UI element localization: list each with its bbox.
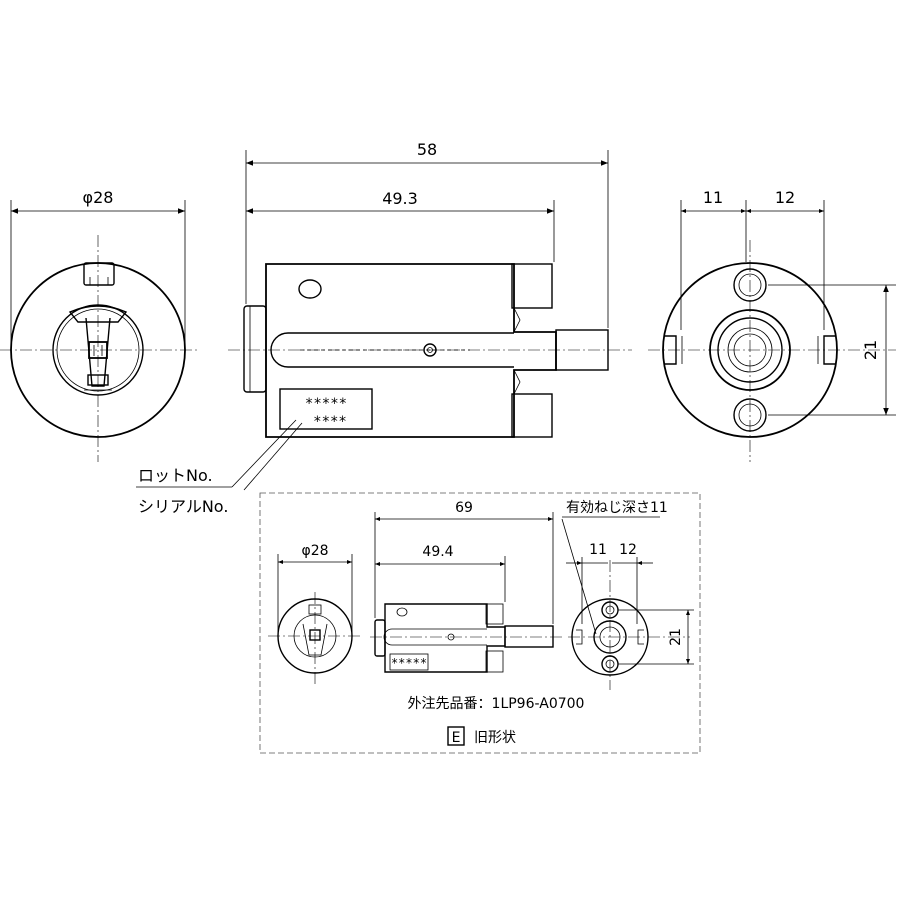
legend-text: 旧形状 xyxy=(474,730,516,746)
inset-body-length-label: 49.4 xyxy=(422,544,453,560)
front-diameter-label: φ28 xyxy=(83,188,114,207)
serial-marks-top: ***** xyxy=(305,396,347,412)
body-length-label: 49.3 xyxy=(382,189,418,208)
front-view: φ28 xyxy=(0,188,200,462)
inset-end-left-offset-label: 11 xyxy=(589,542,607,558)
inset-end-right-offset-label: 12 xyxy=(619,542,637,558)
end-left-offset-label: 11 xyxy=(703,188,723,207)
legend-badge: E xyxy=(452,730,461,746)
inset-end-view: 有効ねじ深さ11 11 12 21 xyxy=(561,500,694,690)
inset-serial-marks: ***** xyxy=(391,656,427,670)
inset-side-view: ***** 69 49.4 xyxy=(370,500,562,673)
inset-front-view: φ28 xyxy=(268,543,360,685)
serial-marks-bottom: **** xyxy=(313,414,347,430)
old-shape-inset: φ28 ***** 69 49.4 xyxy=(259,492,701,754)
lot-no-callout: ロットNo. xyxy=(138,466,213,485)
end-right-offset-label: 12 xyxy=(775,188,795,207)
overall-length-label: 58 xyxy=(417,140,437,159)
end-hole-pitch-label: 21 xyxy=(861,340,880,360)
inset-overall-length-label: 69 xyxy=(455,500,473,516)
inset-thread-note: 有効ねじ深さ11 xyxy=(566,500,668,516)
inset-part-number: 外注先品番：1LP96-A0700 xyxy=(408,696,585,712)
side-view: ***** **** ロットNo. シリアルNo. 58 49.3 xyxy=(136,140,632,516)
serial-no-callout: シリアルNo. xyxy=(138,497,228,516)
inset-front-diameter-label: φ28 xyxy=(301,543,328,559)
inset-end-hole-pitch-label: 21 xyxy=(668,628,684,646)
end-view: 11 12 21 xyxy=(648,188,896,462)
